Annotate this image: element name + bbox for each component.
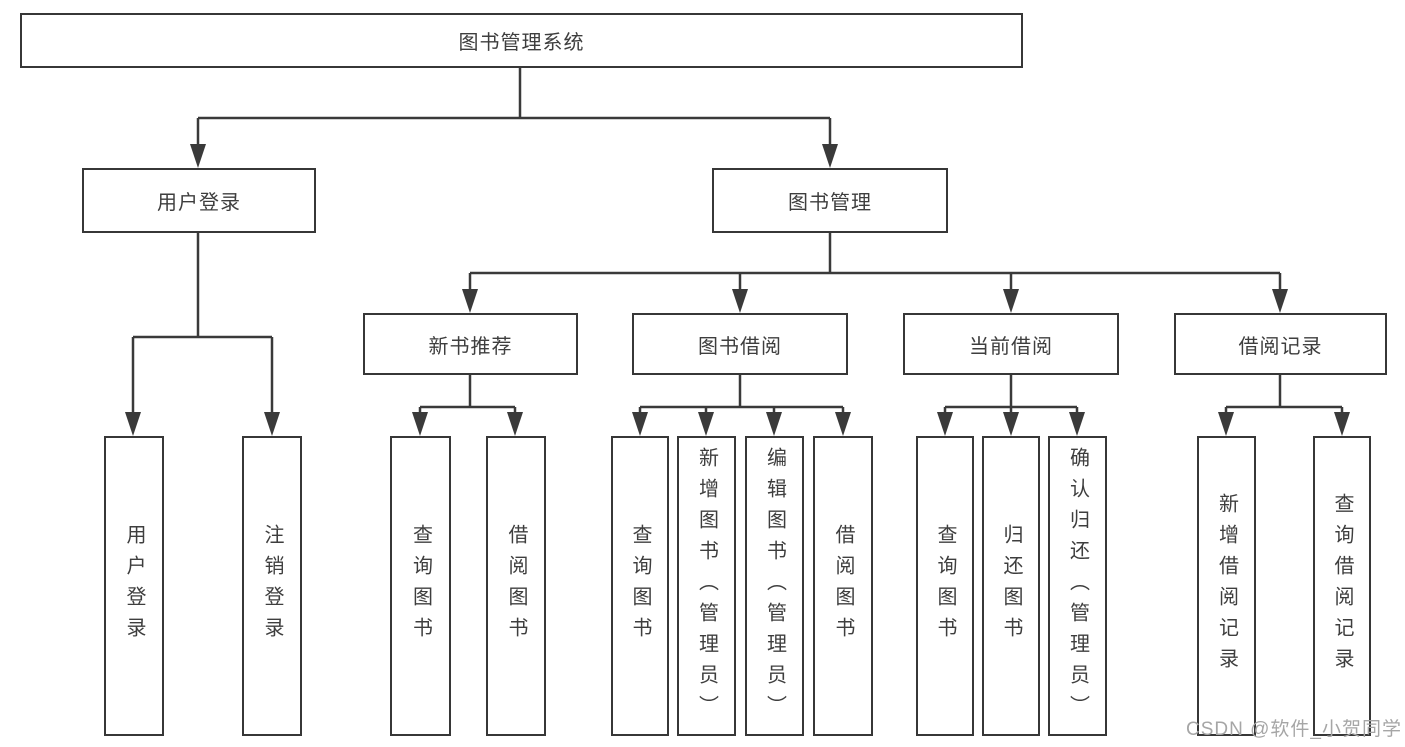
group-box-book-borrow: 图书借阅 (632, 313, 848, 375)
leaf-box-add-borrow-record: 新增借阅记录 (1197, 436, 1256, 736)
csdn-watermark: CSDN @软件_小贺同学 (1186, 719, 1402, 740)
leaf-box-add-book-admin: 新增图书（管理员） (677, 436, 736, 736)
leaf-box-borrow-book: 借阅图书 (813, 436, 873, 736)
leaf-box-borrow-book-recommend: 借阅图书 (486, 436, 546, 736)
leaf-box-confirm-return-admin: 确认归还（管理员） (1048, 436, 1107, 736)
group-box-new-book-recommend: 新书推荐 (363, 313, 578, 375)
branch-box-user-login: 用户登录 (82, 168, 316, 233)
leaf-box-return-book: 归还图书 (982, 436, 1040, 736)
leaf-box-query-book-borrow: 查询图书 (611, 436, 669, 736)
leaf-box-query-book-current: 查询图书 (916, 436, 974, 736)
leaf-box-query-borrow-record: 查询借阅记录 (1313, 436, 1371, 736)
root-box-library-management-system: 图书管理系统 (20, 13, 1023, 68)
leaf-box-user-login: 用户登录 (104, 436, 164, 736)
leaf-box-query-book-recommend: 查询图书 (390, 436, 451, 736)
group-box-current-borrow: 当前借阅 (903, 313, 1119, 375)
branch-box-book-management: 图书管理 (712, 168, 948, 233)
group-box-borrow-record: 借阅记录 (1174, 313, 1387, 375)
leaf-box-logout: 注销登录 (242, 436, 302, 736)
leaf-box-edit-book-admin: 编辑图书（管理员） (745, 436, 804, 736)
